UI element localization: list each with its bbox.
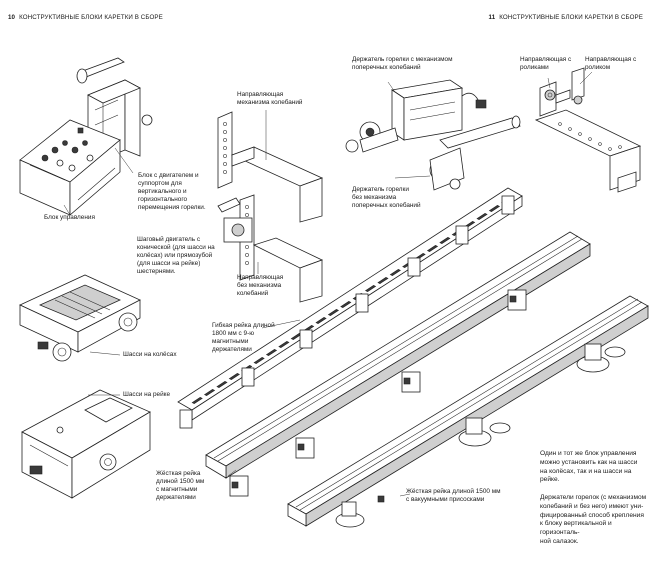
label-control-block: Блок управления bbox=[44, 214, 95, 221]
guide-roller-drawing bbox=[534, 67, 642, 193]
rail-slot bbox=[340, 301, 352, 308]
rail-slot bbox=[228, 373, 240, 380]
page-title-left: КОНСТРУКТИВНЫЕ БЛОКИ КАРЕТКИ В СБОРЕ bbox=[19, 14, 163, 21]
label-motor-block: Блок с двигателем и суппортом для вертик… bbox=[138, 172, 206, 211]
rail-slot bbox=[191, 397, 203, 404]
torch-holder-oscillation-drawing bbox=[345, 79, 487, 153]
rail-slot bbox=[389, 269, 401, 276]
label-guide-rollers: Направляющая с роликами bbox=[520, 56, 572, 71]
rail-slot bbox=[278, 341, 290, 348]
rail-slot bbox=[426, 245, 439, 252]
label-stepper: Шаговый двигатель с конической (для шасс… bbox=[137, 236, 215, 275]
label-rigid-rail-vacuum: Жёсткая рейка длиной 1500 мм с вакуумным… bbox=[406, 488, 501, 503]
note-torch-holders: Держатели горелок (с механизмом колебани… bbox=[540, 494, 647, 545]
guide-no-oscillation-drawing bbox=[217, 194, 324, 303]
rigid-rail-vacuum-drawing bbox=[287, 295, 649, 528]
page-title-right: КОНСТРУКТИВНЫЕ БЛОКИ КАРЕТКИ В СБОРЕ bbox=[499, 14, 643, 21]
torch-holder-no-oscillation-drawing bbox=[429, 115, 521, 191]
rail-slot bbox=[216, 381, 228, 388]
rail-chassis-drawing bbox=[21, 389, 151, 499]
label-guide-roller: Направляющая с роликом bbox=[585, 56, 637, 71]
note-control-block: Один и тот же блок управления можно уста… bbox=[540, 450, 638, 484]
rail-slot bbox=[476, 213, 488, 220]
label-rigid-rail-magnetic: Жёсткая рейка длиной 1500 мм с магнитным… bbox=[156, 470, 205, 501]
rail-slot bbox=[377, 277, 389, 284]
rail-slot bbox=[364, 285, 377, 292]
rail-slot bbox=[315, 317, 327, 324]
control-block-drawing bbox=[19, 119, 121, 216]
label-torch-holder-no-oscillation: Держатель горелки без механизма поперечн… bbox=[352, 186, 421, 209]
label-rail-chassis: Шасси на рейке bbox=[123, 391, 171, 398]
rail-slot bbox=[203, 389, 216, 396]
wheel-chassis-drawing bbox=[19, 274, 141, 362]
rail-slot bbox=[488, 205, 501, 212]
flexible-rail-drawing bbox=[177, 187, 523, 429]
rigid-rail-magnetic-drawing bbox=[205, 231, 591, 497]
rail-slot bbox=[265, 349, 278, 356]
guide-rollers-drawing bbox=[539, 81, 571, 117]
label-oscillation-guide: Направляющая механизма колебаний bbox=[237, 91, 303, 106]
rail-slot bbox=[253, 357, 265, 364]
page-number-right: 11 bbox=[488, 14, 496, 21]
oscillation-guide-drawing bbox=[217, 111, 324, 223]
label-torch-holder-oscillation: Держатель горелки с механизмом поперечны… bbox=[352, 56, 453, 71]
rail-slot bbox=[327, 309, 340, 316]
label-flexible-rail: Гибкая рейка длиной 1800 мм с 9-ю магнит… bbox=[212, 322, 275, 353]
page-number-left: 10 bbox=[8, 14, 16, 21]
label-wheel-chassis: Шасси на колёсах bbox=[123, 351, 177, 358]
label-guide-no-oscillation: Направляющая без механизма колебаний bbox=[237, 274, 284, 297]
rail-slot bbox=[439, 237, 451, 244]
